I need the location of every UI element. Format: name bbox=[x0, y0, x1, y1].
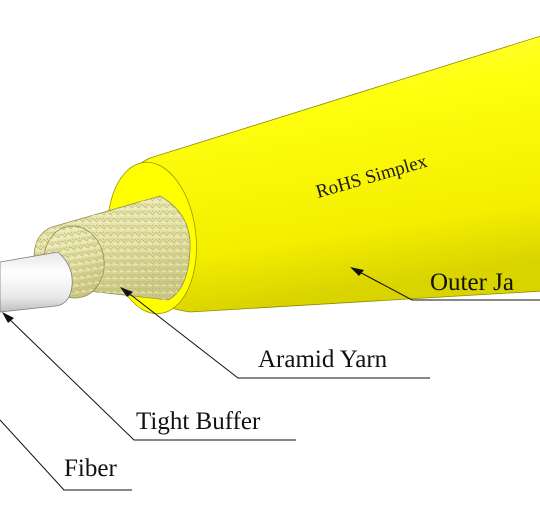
label-aramid-yarn: Aramid Yarn bbox=[258, 346, 388, 373]
leader-outer-jacket bbox=[351, 267, 540, 301]
leader-arrowheads bbox=[2, 267, 364, 323]
leader-tight-buffer bbox=[3, 313, 296, 441]
arrow-tight-buffer bbox=[2, 312, 14, 323]
leader-fiber bbox=[0, 419, 132, 491]
leader-aramid-yarn bbox=[121, 287, 430, 379]
leader-lines bbox=[0, 267, 540, 491]
label-fiber: Fiber bbox=[64, 455, 117, 482]
arrow-aramid-yarn bbox=[120, 287, 133, 297]
label-outer-jacket: Outer Ja bbox=[430, 269, 514, 296]
tight-buffer bbox=[0, 251, 73, 313]
tight-buffer-body bbox=[0, 251, 73, 313]
label-tight-buffer: Tight Buffer bbox=[136, 408, 261, 435]
arrow-outer-jacket bbox=[350, 267, 364, 276]
